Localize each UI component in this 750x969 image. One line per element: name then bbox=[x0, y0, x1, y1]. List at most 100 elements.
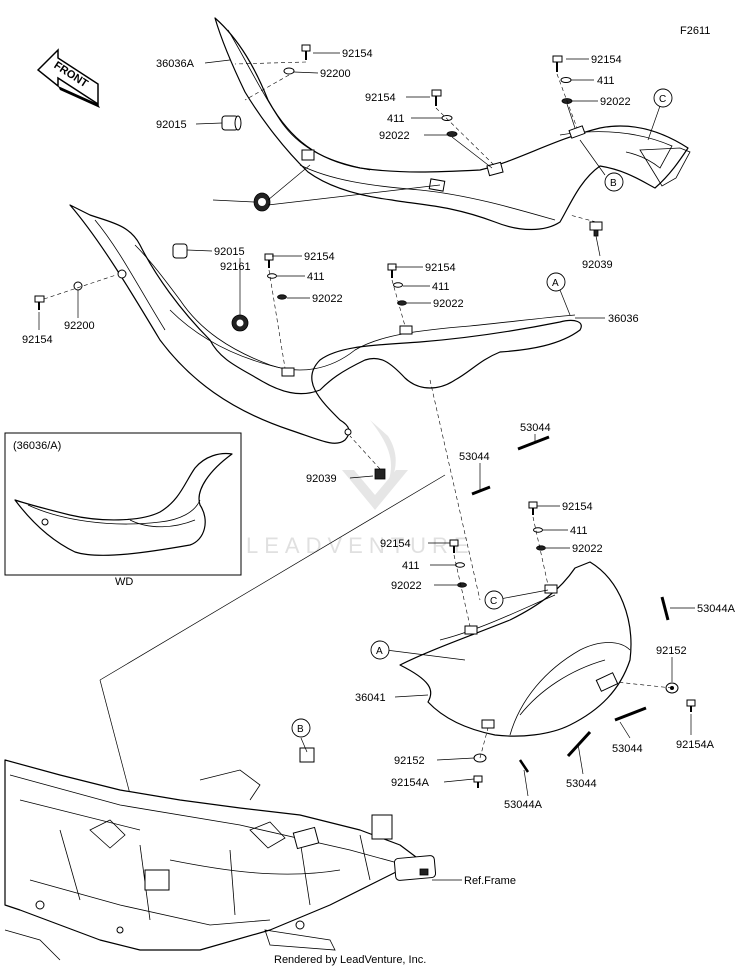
screw-92154-icon bbox=[387, 263, 397, 278]
label-92022: 92022 bbox=[379, 130, 410, 142]
washer-92200-icon bbox=[73, 281, 83, 291]
watermark-text: LEADVENTURE bbox=[246, 533, 475, 558]
svg-text:A: A bbox=[552, 278, 559, 289]
screw-92154A-icon bbox=[473, 775, 483, 788]
callout-a-lower: A bbox=[370, 640, 390, 660]
label-36041: 36041 bbox=[355, 692, 386, 704]
top-leaders bbox=[195, 52, 661, 257]
label-36036: 36036 bbox=[608, 313, 639, 325]
tape-53044-icon bbox=[614, 706, 647, 722]
label-92154A: 92154A bbox=[391, 777, 430, 789]
front-arrow-icon: FRONT bbox=[36, 48, 100, 108]
label-53044: 53044 bbox=[566, 778, 597, 790]
label-92152: 92152 bbox=[394, 755, 425, 767]
watermark: LEADVENTURE bbox=[246, 420, 475, 558]
label-53044: 53044 bbox=[520, 422, 551, 434]
figure-code: F2611 bbox=[680, 25, 710, 37]
mid-leaders bbox=[38, 249, 605, 601]
label-92039: 92039 bbox=[582, 259, 613, 271]
label-36036A: 36036A bbox=[156, 58, 195, 70]
label-92154: 92154 bbox=[591, 54, 622, 66]
svg-text:C: C bbox=[490, 596, 497, 607]
label-92154: 92154 bbox=[380, 538, 411, 550]
screw-92154-icon bbox=[552, 55, 563, 72]
label-92154: 92154 bbox=[562, 501, 593, 513]
nut-92022-icon bbox=[397, 300, 407, 306]
nut-92022-icon bbox=[446, 131, 458, 137]
tape-53044A-icon bbox=[660, 596, 670, 621]
grommet-92161-icon bbox=[231, 314, 249, 332]
label-53044: 53044 bbox=[612, 743, 643, 755]
label-53044A: 53044A bbox=[697, 603, 736, 615]
washer-411-icon bbox=[560, 77, 572, 83]
tape-53044-icon bbox=[566, 730, 592, 758]
washer-411-icon bbox=[455, 562, 465, 568]
screw-92154-icon bbox=[264, 253, 274, 268]
label-411: 411 bbox=[307, 271, 325, 283]
label-92154: 92154 bbox=[365, 92, 396, 104]
svg-text:C: C bbox=[659, 94, 666, 105]
footer-credit: Rendered by LeadVenture, Inc. bbox=[274, 954, 426, 966]
label-411: 411 bbox=[402, 560, 420, 572]
svg-text:B: B bbox=[297, 724, 304, 735]
callout-b-frame: B bbox=[291, 718, 311, 738]
label-92022: 92022 bbox=[572, 543, 603, 555]
label-92022: 92022 bbox=[433, 298, 464, 310]
label-92154: 92154 bbox=[342, 48, 373, 60]
label-92015: 92015 bbox=[156, 119, 187, 131]
tape-53044-icon bbox=[471, 485, 491, 496]
label-411: 411 bbox=[387, 113, 405, 125]
label-53044: 53044 bbox=[459, 451, 490, 463]
frame bbox=[4, 747, 437, 961]
label-92022: 92022 bbox=[312, 293, 343, 305]
label-92039: 92039 bbox=[306, 473, 337, 485]
screw-92154-icon bbox=[528, 501, 538, 515]
label-ref-frame: Ref.Frame bbox=[464, 875, 516, 887]
tape-53044A-icon bbox=[518, 759, 530, 773]
screw-92154-icon bbox=[301, 44, 311, 60]
washer-411-icon bbox=[393, 282, 403, 288]
washer-411-icon bbox=[533, 527, 543, 533]
top-hardware bbox=[221, 44, 603, 237]
label-92022: 92022 bbox=[600, 96, 631, 108]
collar-92015-icon bbox=[172, 243, 188, 259]
label-92154: 92154 bbox=[22, 334, 53, 346]
label-53044A: 53044A bbox=[504, 799, 543, 811]
nut-92022-icon bbox=[277, 294, 287, 300]
label-92015: 92015 bbox=[214, 246, 245, 258]
label-92161-visible: 92161 bbox=[220, 261, 251, 273]
label-92154: 92154 bbox=[425, 262, 456, 274]
washer-92200-icon bbox=[283, 67, 295, 75]
callout-c-lower: C bbox=[484, 590, 504, 610]
svg-text:B: B bbox=[610, 178, 617, 189]
label-411: 411 bbox=[597, 75, 615, 87]
callout-c-top: C bbox=[653, 88, 673, 108]
inset-title: (36036/A) bbox=[13, 440, 61, 452]
cover-36041 bbox=[399, 561, 632, 737]
tape-53044-icon bbox=[517, 435, 550, 451]
washer-411-icon bbox=[441, 115, 453, 121]
svg-text:A: A bbox=[376, 646, 383, 657]
screw-92154-icon bbox=[34, 295, 45, 310]
label-411: 411 bbox=[570, 525, 588, 537]
label-92022: 92022 bbox=[391, 580, 422, 592]
side-cover-36036A bbox=[214, 17, 691, 231]
inset-box: (36036/A) WD bbox=[4, 432, 242, 588]
collar-92015-icon bbox=[221, 115, 242, 131]
screw-92154-icon bbox=[431, 89, 442, 106]
screw-92154A-icon bbox=[686, 699, 696, 712]
grommet-92161-icon bbox=[253, 192, 271, 212]
label-92200: 92200 bbox=[320, 68, 351, 80]
callout-a-mid: A bbox=[546, 272, 566, 292]
label-92154A: 92154A bbox=[676, 739, 715, 751]
nut-92022-icon bbox=[457, 582, 467, 588]
label-92154: 92154 bbox=[304, 251, 335, 263]
clip-92039-icon bbox=[374, 468, 386, 480]
lower-hardware bbox=[449, 435, 696, 788]
label-411: 411 bbox=[432, 281, 450, 293]
inset-caption: WD bbox=[115, 576, 133, 588]
label-92200: 92200 bbox=[64, 320, 95, 332]
label-92152: 92152 bbox=[656, 645, 687, 657]
